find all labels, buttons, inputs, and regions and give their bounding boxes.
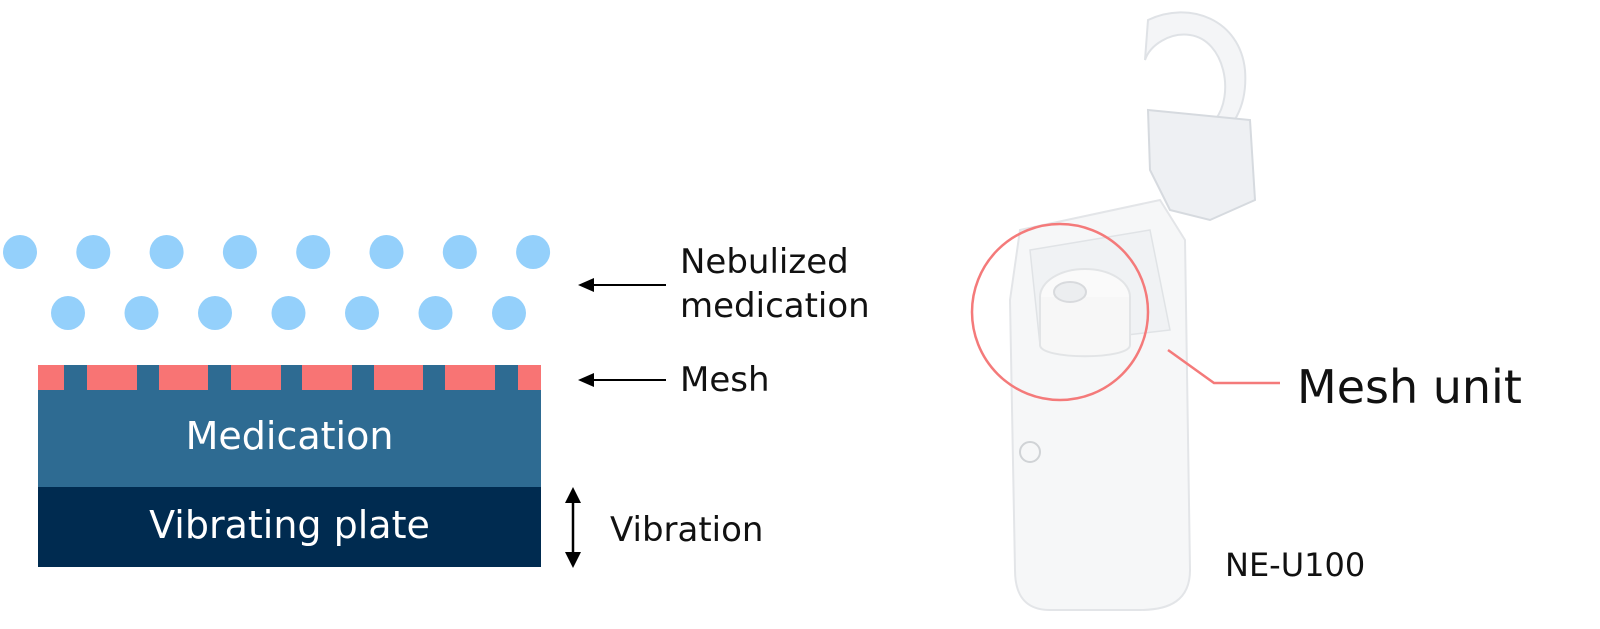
- mesh-segment: [87, 365, 137, 390]
- droplet: [149, 235, 184, 269]
- droplet: [369, 235, 404, 269]
- mesh-segment: [302, 365, 352, 390]
- medication-label: Medication: [185, 414, 394, 458]
- mesh-segment: [518, 365, 541, 390]
- mesh-unit-label: Mesh unit: [1297, 360, 1522, 414]
- mesh-segment: [159, 365, 208, 390]
- droplet: [271, 296, 306, 330]
- droplet: [222, 235, 257, 269]
- mesh-segment: [374, 365, 423, 390]
- nebulized-label-line1: Nebulized: [680, 242, 849, 282]
- nebulized-label-line2: medication: [680, 286, 870, 326]
- mesh-label: Mesh: [680, 360, 770, 400]
- arrow-left-icon: [578, 278, 666, 292]
- droplet: [76, 235, 111, 269]
- droplet: [124, 296, 159, 330]
- double-arrow-vertical-icon: [565, 487, 581, 568]
- droplet: [492, 296, 526, 330]
- droplet: [296, 235, 331, 269]
- droplet: [442, 235, 477, 269]
- nebulized-label: Nebulized medication: [680, 240, 870, 328]
- vibration-label: Vibration: [610, 510, 764, 550]
- droplet: [345, 296, 379, 330]
- mesh-segment: [231, 365, 281, 390]
- arrow-left-icon: [578, 373, 666, 387]
- nebulizer-device-image: [1008, 11, 1257, 611]
- droplet: [198, 296, 232, 330]
- droplet: [418, 296, 453, 330]
- model-label: NE-U100: [1225, 546, 1366, 584]
- vibrating-plate-block: [38, 487, 541, 567]
- mesh-unit-callout: [970, 222, 1280, 402]
- mesh-segment: [38, 365, 64, 390]
- mesh-segment: [445, 365, 495, 390]
- droplet: [3, 235, 37, 269]
- nebulized-droplets: [3, 235, 551, 330]
- medication-block: [38, 390, 541, 487]
- droplet: [51, 296, 85, 330]
- vibrating-plate-label: Vibrating plate: [149, 503, 430, 547]
- mesh-layer: [38, 365, 541, 391]
- droplet: [516, 235, 551, 269]
